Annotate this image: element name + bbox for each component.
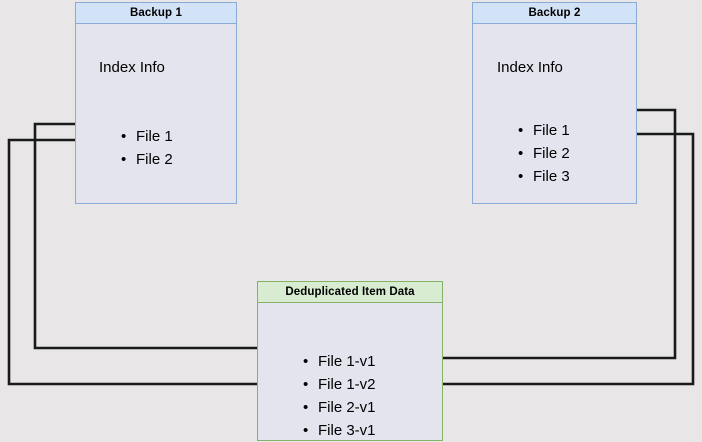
node-backup-2-index-info-label: Index Info (497, 59, 563, 76)
node-backup-2-file-list: File 1 File 2 File 3 (518, 119, 570, 188)
list-item: File 1-v2 (303, 373, 376, 396)
node-deduplicated-item-data[interactable]: Deduplicated Item Data File 1-v1 File 1-… (257, 281, 443, 442)
list-item: File 3-v1 (303, 419, 376, 442)
list-item: File 3 (518, 165, 570, 188)
node-backup-2-header: Backup 2 (473, 3, 636, 24)
list-item: File 2 (121, 148, 173, 171)
node-backup-1-index-info-label: Index Info (99, 59, 165, 76)
node-backup-2[interactable]: Backup 2 Index Info File 1 File 2 File 3 (472, 2, 637, 204)
list-item: File 1-v1 (303, 350, 376, 373)
list-item: File 1 (121, 125, 173, 148)
node-deduplicated-item-data-header: Deduplicated Item Data (258, 282, 442, 303)
list-item: File 1 (518, 119, 570, 142)
node-deduplicated-item-data-file-list: File 1-v1 File 1-v2 File 2-v1 File 3-v1 (303, 350, 376, 442)
list-item: File 2 (518, 142, 570, 165)
node-backup-1[interactable]: Backup 1 Index Info File 1 File 2 (75, 2, 237, 204)
node-backup-1-file-list: File 1 File 2 (121, 125, 173, 171)
node-deduplicated-item-data-body: File 1-v1 File 1-v2 File 2-v1 File 3-v1 (258, 303, 442, 442)
node-backup-2-body: Index Info File 1 File 2 File 3 (473, 24, 636, 203)
node-backup-1-header: Backup 1 (76, 3, 236, 24)
list-item: File 2-v1 (303, 396, 376, 419)
node-backup-1-body: Index Info File 1 File 2 (76, 24, 236, 203)
